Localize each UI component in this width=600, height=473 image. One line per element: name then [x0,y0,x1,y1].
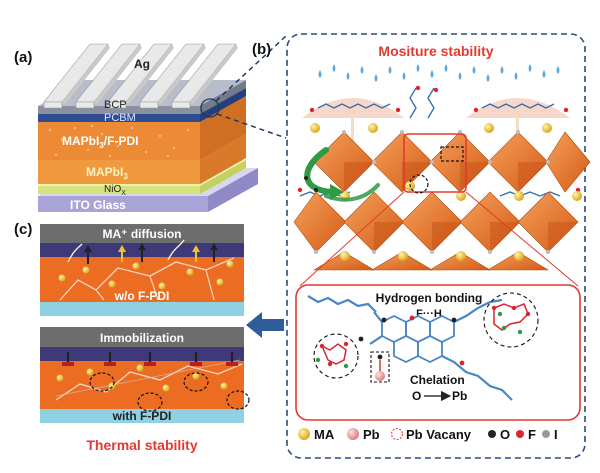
ma-migration-arrow [304,147,380,202]
zoom-leader-bottom [216,113,287,139]
legend-f-symbol [516,430,524,438]
inset-left-cluster [313,333,359,379]
zoom-line-left [299,191,405,287]
legend-o-label: O [500,427,510,442]
panel-c-footer: Thermal stability [86,437,197,453]
legend-ma-symbol [298,428,310,440]
zoom-line-right [465,191,579,287]
hbond-sub: F···H [416,308,442,320]
zoom-circle [200,98,220,118]
legend: MA Pb Pb Vacany O F I [298,427,558,442]
ag-electrode [43,43,238,109]
inset-right-cluster [483,292,539,348]
inset-atoms [358,315,465,366]
legend-o-symbol [488,430,496,438]
ma-cations [310,123,582,261]
panel-c-bottom-caption: with F-PDI [112,409,172,423]
panel-b: (b) Mositure stability [252,33,591,459]
inset-box [295,284,581,421]
chelation-title: Chelation [410,373,465,387]
chelation-box [370,351,390,383]
hbond-title: Hydrogen bonding [376,291,483,305]
chelation-pb [375,371,385,381]
legend-vacancy-label: Pb Vacany [406,427,472,442]
panel-c-tag: (c) [14,221,32,238]
device-with-fpdi [40,327,250,423]
legend-i-symbol [542,430,550,438]
panel-b-title: Mositure stability [378,43,493,59]
chelation-o-dot [377,354,383,360]
mapbi3-label: MAPbI3 [86,165,128,181]
pcbm-label: PCBM [104,112,136,124]
highlight-region [403,133,467,193]
ag-label: Ag [134,57,150,71]
bcp-label: BCP [104,99,127,111]
niox-label: NiOX [104,184,126,197]
chelation-o-label: O [412,389,421,403]
panel-link-arrow [246,312,284,338]
zoom-leader-top [215,35,287,102]
legend-ma-label: MA [314,427,335,442]
mapbi3-fpdi-label: MAPbI3/F-PDI [62,134,138,150]
panel-a: (a) [14,35,287,212]
panel-c: (c) [14,221,250,453]
legend-vacancy-symbol [390,427,404,441]
umbrella-shields [302,98,570,146]
legend-pb-symbol [347,428,359,440]
legend-f-label: F [528,427,536,442]
fpdi-molecule-inset [307,295,513,401]
panel-a-tag: (a) [14,49,32,66]
device-without-fpdi [40,224,244,316]
panel-c-bottom-title: Immobilization [100,331,184,345]
perovskite-octahedra [293,131,591,271]
water-droplets [318,64,560,82]
panel-b-tag: (b) [252,41,271,58]
panel-c-top-caption: w/o F-PDI [114,289,170,303]
panel-c-top-title: MA⁺ diffusion [103,227,182,241]
legend-i-label: I [554,427,558,442]
highlight-chelation-circle [409,174,429,194]
legend-pb-label: Pb [363,427,380,442]
ito-label: ITO Glass [70,198,126,212]
highlight-hbond-box [440,146,464,162]
chelation-pb-label: Pb [452,389,467,403]
